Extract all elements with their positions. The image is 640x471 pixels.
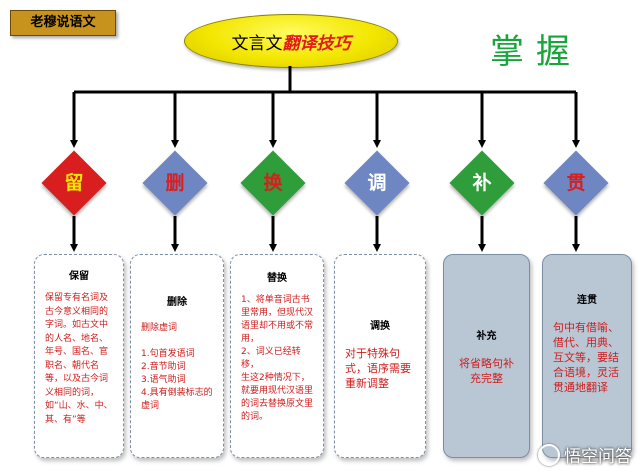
- step-diamond-4: 调: [344, 150, 410, 216]
- step-char: 留: [64, 172, 84, 194]
- step-diamond-1: 留: [41, 150, 107, 216]
- step-card-2: 删除删除虚词 1.句首发语词 2.音节助词 3.语气助词 4.具有倒装标志的虚词: [130, 254, 224, 458]
- card-body: 1、将单音词古书里常用，但现代汉语里却不用或不常用， 2、词义已经转移， 生这2…: [241, 295, 314, 422]
- step-card-1: 保留保留专有名词及古今意义相同的字词。如古文中的人名、地名、年号、国名、官职名、…: [34, 254, 124, 458]
- step-diamond-5: 补: [449, 150, 515, 216]
- step-card-5: 补充将省略句补充完整: [443, 254, 530, 458]
- step-card-3: 替换 1、将单音词古书里常用，但现代汉语里却不用或不常用， 2、词义已经转移， 生…: [230, 254, 324, 458]
- title-main: 文言文: [231, 33, 283, 54]
- card-body: 句中有借喻、借代、用典、互文等，要结合语境，灵活贯通地翻译: [553, 321, 619, 394]
- card-body: 对于特殊句式，语序需要重新调整: [345, 347, 411, 390]
- watermark: 悟空问答: [538, 442, 632, 467]
- step-diamond-6: 贯: [543, 150, 609, 216]
- title-ellipse: 文言文翻译技巧: [184, 14, 398, 68]
- step-diamond-3: 换: [240, 150, 306, 216]
- step-card-4: 调换对于特殊句式，语序需要重新调整: [334, 254, 426, 458]
- card-title: 替换: [267, 273, 287, 284]
- watermark-text: 悟空问答: [564, 447, 632, 467]
- step-char: 换: [263, 172, 283, 194]
- step-char: 调: [367, 172, 387, 194]
- step-char: 补: [472, 172, 492, 194]
- step-card-6: 连贯句中有借喻、借代、用典、互文等，要结合语境，灵活贯通地翻译: [542, 254, 632, 458]
- card-body: 保留专有名词及古今意义相同的字词。如古文中的人名、地名、年号、国名、官职名、朝代…: [45, 293, 113, 425]
- card-title: 调换: [370, 321, 390, 332]
- watermark-logo-icon: [538, 443, 560, 466]
- branch-arrows: [70, 92, 580, 148]
- card-title: 保留: [69, 271, 89, 282]
- lower-arrows: [70, 216, 580, 252]
- step-diamond-2: 删: [142, 150, 208, 216]
- grasp-label: 掌握: [490, 32, 582, 72]
- card-body: 将省略句补充完整: [459, 357, 514, 385]
- card-title: 连贯: [577, 295, 597, 306]
- title-emphasis: 翻译技巧: [282, 33, 351, 54]
- card-body: 删除虚词 1.句首发语词 2.音节助词 3.语气助词 4.具有倒装标志的虚词: [141, 323, 213, 411]
- step-char: 删: [165, 172, 185, 194]
- step-char: 贯: [566, 172, 586, 194]
- card-title: 补充: [476, 331, 497, 342]
- author-tag: 老穆说语文: [10, 10, 116, 36]
- card-title: 删除: [167, 297, 187, 308]
